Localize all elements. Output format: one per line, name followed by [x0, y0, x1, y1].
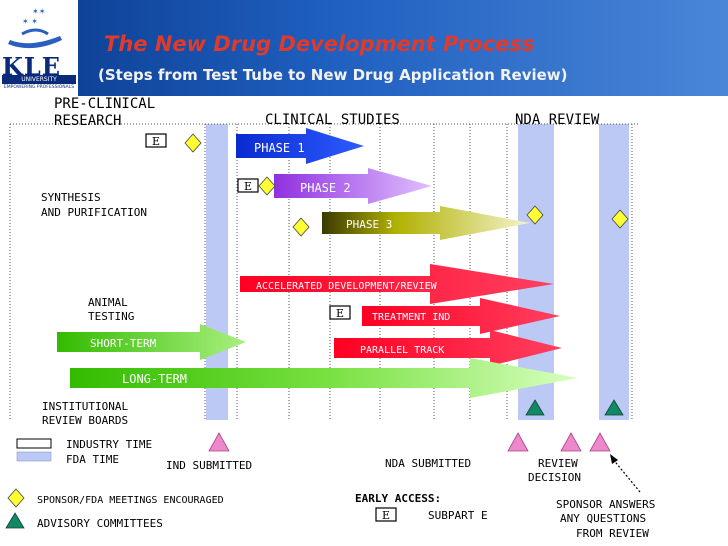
legend-industry-swatch [16, 438, 52, 449]
meeting-diamond-5 [611, 209, 629, 229]
sponsor-answers-line3: FROM REVIEW [576, 527, 649, 540]
label-synthesis-line2: AND PURIFICATION [41, 206, 147, 219]
meeting-diamond-4 [526, 205, 544, 225]
sponsor-answers-pointer [610, 454, 641, 493]
early-access-label: EARLY ACCESS: [355, 492, 441, 505]
arrow-accelerated: ACCELERATED DEVELOPMENT/REVIEW [240, 264, 554, 304]
e-badge-1: E [145, 133, 167, 148]
advisory-triangle-2 [604, 399, 624, 416]
e-badge-3-label: E [336, 307, 344, 320]
fda-band-review [599, 124, 629, 420]
arrow-long-term: LONG-TERM [70, 358, 578, 398]
legend-advisory-label: ADVISORY COMMITTEES [37, 517, 163, 530]
page-subtitle: (Steps from Test Tube to New Drug Applic… [98, 66, 568, 84]
logo-university: UNIVERSITY [2, 75, 76, 84]
review-decision-line2: DECISION [528, 471, 581, 484]
svg-text:✶ ✶: ✶ ✶ [22, 17, 38, 26]
e-badge-1-label: E [152, 135, 160, 148]
page-title: The New Drug Development Process [104, 32, 535, 56]
label-irb-line1: INSTITUTIONAL [42, 400, 128, 413]
svg-text:✶✶: ✶✶ [32, 7, 45, 16]
arrow-parallel-label: PARALLEL TRACK [360, 345, 444, 356]
arrow-phase1: PHASE 1 [236, 128, 364, 164]
logo-emblem-icon: ✶✶ ✶ ✶ [8, 7, 62, 49]
arrow-treatment-label: TREATMENT IND [372, 312, 450, 323]
label-synthesis-line1: SYNTHESIS [41, 191, 101, 204]
label-animal-line2: TESTING [88, 310, 134, 323]
legend-industry-label: INDUSTRY TIME [66, 438, 152, 451]
arrow-parallel: PARALLEL TRACK [334, 330, 562, 366]
review-triangle-2 [589, 432, 611, 452]
meeting-diamond-1 [184, 133, 202, 153]
nda-submitted-triangle [507, 432, 529, 452]
advisory-triangle-1 [525, 399, 545, 416]
arrow-short-term-label: SHORT-TERM [90, 337, 157, 350]
review-decision-line1: REVIEW [538, 457, 578, 470]
university-logo: ✶✶ ✶ ✶ KLE UNIVERSITY EMPOWERING PROFESS… [0, 0, 78, 96]
e-badge-2: E [237, 178, 259, 193]
arrow-accelerated-label: ACCELERATED DEVELOPMENT/REVIEW [256, 281, 438, 292]
review-triangle-1 [560, 432, 582, 452]
arrow-phase3: PHASE 3 [322, 206, 530, 240]
nda-submitted-label: NDA SUBMITTED [385, 457, 471, 470]
early-access-e-label: E [382, 509, 390, 522]
section-clinical: CLINICAL STUDIES [265, 112, 400, 128]
section-preclinical-line2: RESEARCH [54, 113, 121, 129]
label-animal-line1: ANIMAL [88, 296, 128, 309]
section-nda-review: NDA REVIEW [515, 112, 600, 128]
arrow-phase2-label: PHASE 2 [300, 181, 351, 195]
header-banner: ✶✶ ✶ ✶ KLE UNIVERSITY EMPOWERING PROFESS… [0, 0, 728, 96]
arrow-long-term-label: LONG-TERM [122, 372, 187, 386]
legend-advisory-icon [5, 512, 25, 529]
meeting-diamond-2 [258, 176, 276, 196]
e-badge-2-label: E [244, 180, 252, 193]
arrow-treatment: TREATMENT IND [362, 298, 560, 334]
arrow-phase1-label: PHASE 1 [254, 141, 305, 155]
arrow-short-term: SHORT-TERM [57, 324, 246, 360]
logo-tagline: EMPOWERING PROFESSIONALS [3, 85, 75, 90]
early-access-subpart: SUBPART E [428, 509, 488, 522]
e-badge-3: E [329, 305, 351, 320]
legend-sponsor-meetings-label: SPONSOR/FDA MEETINGS ENCOURAGED [37, 495, 224, 506]
sponsor-answers-line2: ANY QUESTIONS [560, 512, 646, 525]
section-preclinical-line1: PRE-CLINICAL [54, 96, 155, 112]
meeting-diamond-3 [292, 217, 310, 237]
ind-submitted-triangle [208, 432, 230, 452]
early-access-e-badge [375, 507, 397, 522]
arrow-phase3-label: PHASE 3 [346, 218, 392, 231]
legend-fda-swatch [16, 451, 52, 462]
label-irb-line2: REVIEW BOARDS [42, 414, 128, 427]
legend-fda-label: FDA TIME [66, 453, 119, 466]
ind-submitted-label: IND SUBMITTED [166, 459, 252, 472]
sponsor-answers-line1: SPONSOR ANSWERS [556, 498, 655, 511]
arrow-phase2: PHASE 2 [274, 168, 432, 204]
legend-diamond-icon [7, 488, 25, 508]
